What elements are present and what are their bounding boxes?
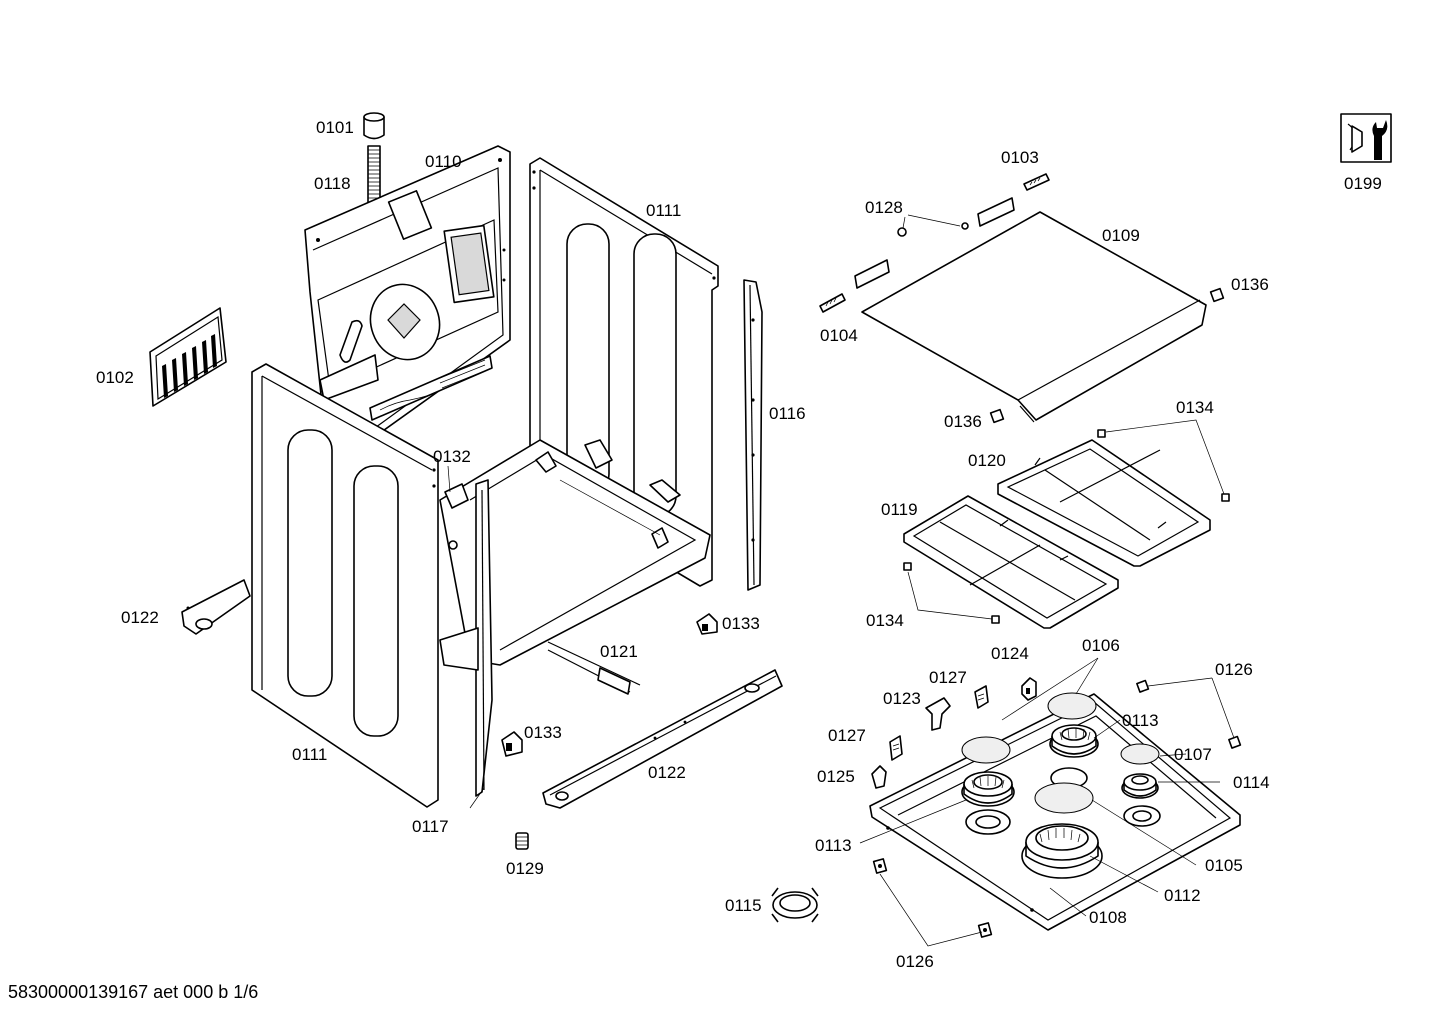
part-0122-foot-rail-left — [181, 579, 251, 635]
label-0133-lower: 0133 — [524, 723, 562, 742]
label-0125: 0125 — [817, 767, 855, 786]
part-0106-burner-cap — [961, 692, 1097, 764]
label-0128: 0128 — [865, 198, 903, 217]
part-0102-vent-grille — [149, 307, 227, 407]
label-0106: 0106 — [1082, 636, 1120, 655]
part-0114-auxiliary-burner — [1121, 773, 1159, 799]
part-0127-thermocouple-lower — [889, 735, 903, 761]
part-0123-injector — [925, 697, 951, 731]
part-0118-flue-hose — [367, 145, 381, 213]
label-0122-right: 0122 — [648, 763, 686, 782]
label-0122-left: 0122 — [121, 608, 159, 627]
part-0134-grid-foot-upper — [1097, 419, 1230, 502]
part-0105-burner-cap — [1034, 782, 1094, 814]
part-0136-bumper-right — [1209, 287, 1225, 303]
part-0117-front-rail — [439, 479, 493, 797]
part-0113-burner-lower — [961, 771, 1015, 807]
label-0101: 0101 — [316, 118, 354, 137]
label-0119: 0119 — [881, 500, 918, 519]
part-0134-grid-foot-lower — [903, 562, 1000, 624]
label-0111-front: 0111 — [292, 745, 327, 764]
part-0132-clip — [444, 483, 469, 550]
label-0114: 0114 — [1233, 773, 1270, 792]
part-0119-pan-support-left — [903, 495, 1119, 629]
leader-0128 — [902, 214, 961, 229]
label-0127-upper: 0127 — [929, 668, 967, 687]
part-0110-back-panel — [304, 145, 511, 441]
part-0112-wok-burner — [1021, 823, 1103, 879]
part-labels: 0101 0118 0110 0111 0102 0116 0132 0122 … — [96, 118, 1382, 971]
label-0107: 0107 — [1174, 745, 1212, 764]
part-0104-screw — [819, 293, 846, 313]
part-0128-hinge-assembly — [854, 197, 1015, 289]
document-footer-code: 58300000139167 aet 000 b 1/6 — [8, 982, 258, 1002]
label-0117: 0117 — [412, 817, 449, 836]
label-0105: 0105 — [1205, 856, 1243, 875]
label-0132: 0132 — [433, 447, 471, 466]
part-0107-burner-cap — [1120, 743, 1160, 765]
part-0116-front-rail — [743, 279, 763, 591]
part-0101-cap — [363, 112, 385, 140]
part-0133-clip-upper — [696, 613, 718, 635]
part-0129-adjustable-foot — [515, 832, 529, 850]
label-0126-upper: 0126 — [1215, 660, 1253, 679]
part-0126-bracket-upper — [1136, 679, 1242, 749]
label-0123: 0123 — [883, 689, 921, 708]
label-0102: 0102 — [96, 368, 134, 387]
part-0111-side-panel-right — [529, 157, 719, 587]
label-0112: 0112 — [1164, 886, 1201, 905]
label-0134-upper: 0134 — [1176, 398, 1214, 417]
label-0109: 0109 — [1102, 226, 1140, 245]
label-0108: 0108 — [1089, 908, 1127, 927]
part-0113-burner-upper — [1049, 724, 1099, 758]
part-0109-glass-lid — [861, 211, 1207, 423]
part-0120-pan-support-right — [997, 439, 1211, 567]
label-0113-upper: 0113 — [1122, 711, 1159, 730]
part-0122-foot-rail-right — [542, 669, 783, 809]
part-0125-spark-plug — [871, 765, 887, 789]
label-0118: 0118 — [314, 174, 351, 193]
label-0115: 0115 — [725, 896, 762, 915]
part-0115-wok-ring — [771, 887, 819, 923]
label-0103: 0103 — [1001, 148, 1039, 167]
label-0136-right: 0136 — [1231, 275, 1269, 294]
part-0121-bottom-tray — [439, 439, 711, 695]
part-0127-thermocouple-upper — [974, 685, 989, 709]
part-0136-bumper-left — [989, 408, 1005, 424]
label-0199: 0199 — [1344, 174, 1382, 193]
label-0136-left: 0136 — [944, 412, 982, 431]
label-0129: 0129 — [506, 859, 544, 878]
label-0124: 0124 — [991, 644, 1029, 663]
label-0133-upper: 0133 — [722, 614, 760, 633]
part-0124-spark-plug — [1021, 677, 1037, 701]
part-0103-screw — [1023, 173, 1050, 191]
wrench-service-icon — [1340, 113, 1392, 163]
label-0126-lower: 0126 — [896, 952, 934, 971]
part-0126-bracket-lower — [872, 858, 993, 938]
label-0111-back: 0111 — [646, 201, 681, 220]
label-0134-lower: 0134 — [866, 611, 904, 630]
label-0113-lower: 0113 — [815, 836, 852, 855]
label-0104: 0104 — [820, 326, 858, 345]
leader-lines — [447, 465, 1235, 947]
label-0116: 0116 — [769, 404, 806, 423]
label-0121: 0121 — [600, 642, 638, 661]
label-0120: 0120 — [968, 451, 1006, 470]
part-0111-side-panel-left — [251, 363, 439, 808]
label-0110: 0110 — [425, 152, 462, 171]
label-0127-lower: 0127 — [828, 726, 866, 745]
part-0133-clip-lower — [501, 731, 523, 757]
